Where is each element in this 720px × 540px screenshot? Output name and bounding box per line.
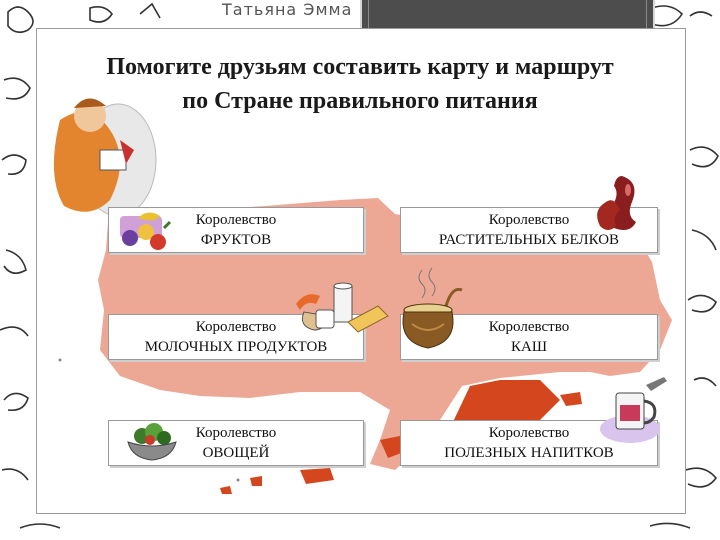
kingdom-prefix: Королевство — [195, 319, 277, 335]
kingdom-name: ОВОЩЕЙ — [202, 445, 270, 461]
fruits-icon — [120, 212, 172, 250]
slide-title: Помогите друзьям составить карту и маршр… — [50, 50, 670, 118]
kingdom-name: КАШ — [511, 339, 547, 355]
kingdom-name: ПОЛЕЗНЫХ НАПИТКОВ — [444, 445, 614, 461]
dairy-icon — [296, 282, 389, 333]
salad-bowl-icon — [127, 423, 177, 461]
kingdom-name: РАСТИТЕЛЬНЫХ БЕЛКОВ — [438, 232, 620, 248]
kingdom-prefix: Королевство — [195, 212, 277, 228]
title-line-1: Помогите друзьям составить карту и маршр… — [106, 54, 614, 80]
beans-icon — [597, 176, 636, 230]
porridge-pot-icon — [402, 267, 463, 349]
title-line-2: по Стране правильного питания — [182, 88, 538, 114]
kingdom-name: МОЛОЧНЫХ ПРОДУКТОВ — [144, 339, 328, 355]
kingdom-prefix: Королевство — [488, 425, 570, 441]
drink-mug-icon — [600, 377, 667, 443]
author-caption: Татьяна Эмма — [222, 0, 353, 19]
kingdom-prefix: Королевство — [488, 212, 570, 228]
boy-character-icon — [53, 98, 157, 217]
kingdom-prefix: Королевство — [195, 425, 277, 441]
kingdom-prefix: Королевство — [488, 319, 570, 335]
kingdom-name: ФРУКТОВ — [200, 232, 272, 248]
